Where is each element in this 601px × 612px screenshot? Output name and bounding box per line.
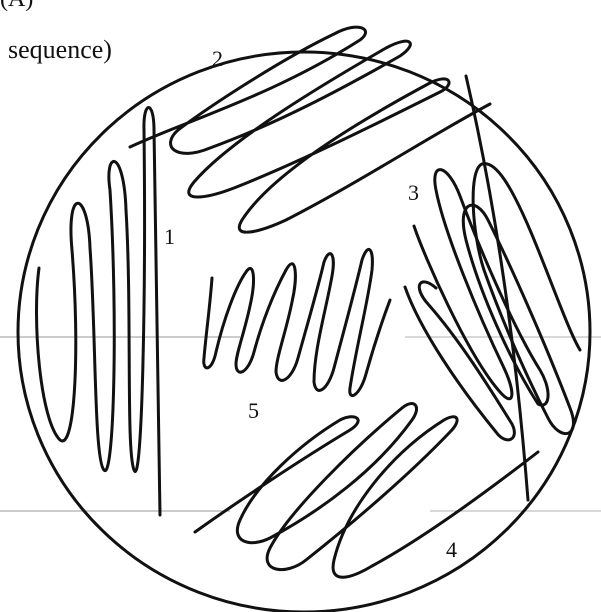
region-label-4: 4 [446,537,457,562]
region-label-3: 3 [408,180,419,205]
figure-caption-partial: (A) [0,0,33,12]
streak-region-3 [405,76,580,500]
streak-region-1 [37,108,160,516]
streak-path-region-5 [204,249,390,395]
streak-path-region-2 [130,27,490,232]
region-label-5: 5 [248,398,259,423]
streak-region-5 [204,249,390,395]
streak-region-4 [195,404,538,578]
streak-path-region-1 [37,108,160,516]
streak-region-2 [130,27,490,232]
figure-caption-text: sequence) [8,35,112,64]
region-label-1: 1 [164,224,175,249]
region-label-2: 2 [212,46,223,71]
streak-path-region-4 [195,404,538,578]
streak-path-region-3-a [414,164,580,434]
